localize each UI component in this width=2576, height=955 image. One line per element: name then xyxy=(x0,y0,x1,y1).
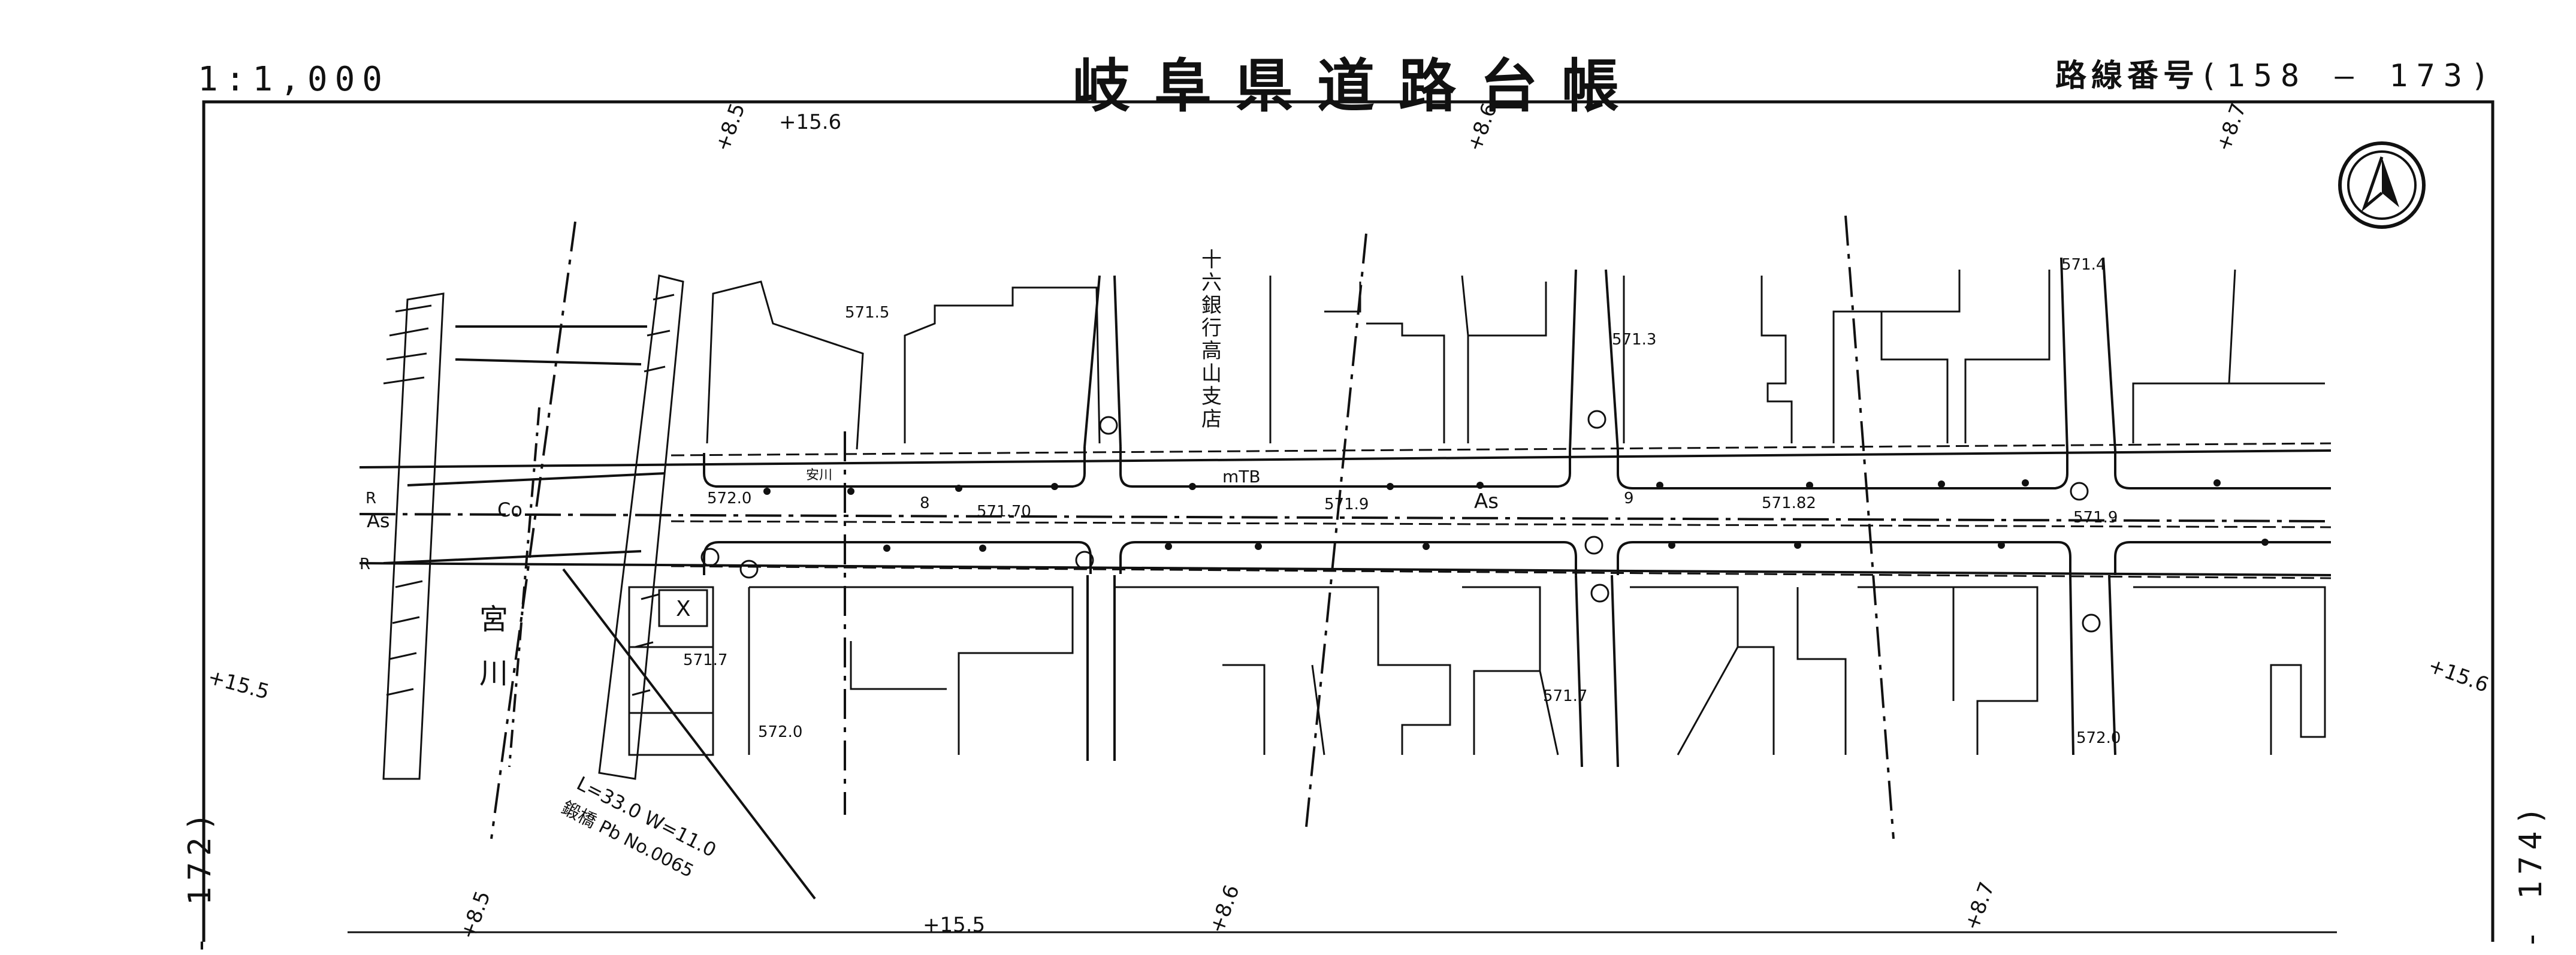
traffic-sign-symbols xyxy=(700,410,2101,633)
svg-text:山: 山 xyxy=(1201,362,1222,386)
map-frame xyxy=(202,100,2495,942)
svg-text:571.9: 571.9 xyxy=(1324,495,1369,513)
station-bottom-1: +8.5 xyxy=(456,888,496,942)
station-top-2: +15.6 xyxy=(779,110,841,134)
svg-text:R: R xyxy=(366,489,376,507)
svg-text:572.0: 572.0 xyxy=(707,489,751,507)
route-number: 路線番号(158 — 173) xyxy=(2055,50,2498,95)
small-note-label: 安川 xyxy=(806,468,832,483)
utility-poles xyxy=(763,479,2269,552)
svg-text:571.3: 571.3 xyxy=(1612,331,1656,349)
river-centerline xyxy=(508,407,540,767)
svg-text:店: 店 xyxy=(1201,407,1222,431)
river-label: 宮 川 xyxy=(479,603,508,690)
route-number-label: 路線番号 xyxy=(2055,58,2200,94)
misc-mark-9: 9 xyxy=(1624,489,1634,507)
station-bottom-4: +8.7 xyxy=(1960,879,2000,933)
svg-text:mTB: mTB xyxy=(1222,467,1261,486)
svg-text:571.4: 571.4 xyxy=(2061,256,2106,274)
station-lines xyxy=(490,215,1895,839)
svg-text:Co: Co xyxy=(497,498,523,521)
svg-text:支: 支 xyxy=(1201,385,1222,409)
station-bottom-3: +8.6 xyxy=(1205,882,1245,936)
river-banks xyxy=(382,274,684,780)
svg-text:571.70: 571.70 xyxy=(977,503,1031,521)
svg-text:As: As xyxy=(1474,489,1499,513)
bridge xyxy=(383,325,816,900)
misc-mark-8: 8 xyxy=(920,494,930,512)
svg-text:十: 十 xyxy=(1201,248,1222,272)
station-top-3: +8.6 xyxy=(1463,100,1502,155)
svg-text:As: As xyxy=(367,509,390,532)
svg-text:銀: 銀 xyxy=(1201,294,1222,318)
cross-streets xyxy=(1083,257,2116,767)
svg-text:高: 高 xyxy=(1201,339,1222,363)
station-top-1: +8.5 xyxy=(711,100,750,155)
svg-text:572.0: 572.0 xyxy=(2076,729,2121,747)
svg-text:571.7: 571.7 xyxy=(1543,687,1587,705)
svg-text:571.7: 571.7 xyxy=(683,651,727,669)
road-labels: R As Co R mTB As xyxy=(360,467,1499,573)
road-dashed-lines xyxy=(671,442,2332,579)
station-bottom-2: +15.5 xyxy=(923,913,985,937)
svg-text:571.5: 571.5 xyxy=(845,304,889,322)
route-number-value: (158 — 173) xyxy=(2199,58,2498,94)
misc-box xyxy=(658,589,708,627)
bank-label: 十 六 銀 行 高 山 支 店 xyxy=(1201,248,1222,431)
svg-text:R: R xyxy=(360,555,370,573)
map-scale: 1:1,000 xyxy=(198,60,390,99)
road-centerline xyxy=(359,513,2332,522)
station-right-mid: +15.6 xyxy=(2425,654,2492,697)
buildings-top xyxy=(706,269,2325,450)
station-left-mid: +15.5 xyxy=(206,665,272,705)
svg-text:宮: 宮 xyxy=(479,603,508,636)
buildings-bottom xyxy=(628,586,2326,756)
svg-text:行: 行 xyxy=(1201,316,1222,340)
svg-text:571.82: 571.82 xyxy=(1762,494,1816,512)
svg-text:川: 川 xyxy=(479,657,508,690)
svg-text:六: 六 xyxy=(1201,271,1222,295)
road-edges xyxy=(359,447,2332,576)
north-arrow-icon xyxy=(2338,141,2426,229)
page-title: 岐阜県道路台帳 xyxy=(1073,52,1643,120)
svg-text:572.0: 572.0 xyxy=(758,723,802,741)
elevation-labels: 571.5 571.3 571.4 572.0 571.70 571.9 571… xyxy=(683,256,2121,747)
misc-mark-x: X xyxy=(676,597,691,621)
station-top-4: +8.7 xyxy=(2212,100,2251,155)
svg-text:571.9: 571.9 xyxy=(2073,509,2118,527)
